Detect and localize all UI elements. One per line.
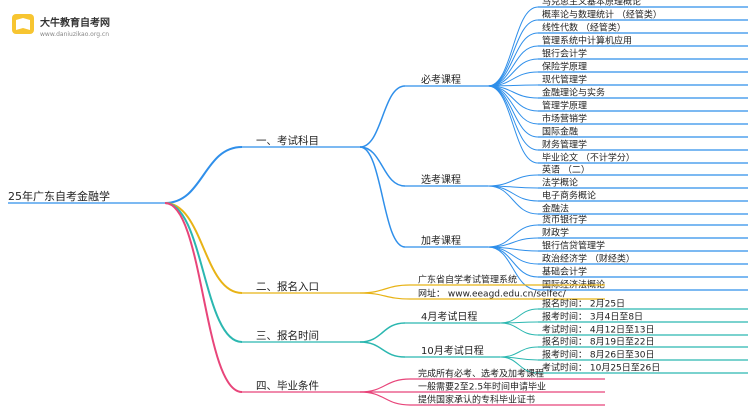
leaf-connector bbox=[359, 284, 411, 294]
leaf-connector bbox=[499, 322, 539, 336]
leaf-label: 财政学 bbox=[542, 227, 569, 239]
leaf-label: 考试时间： 4月12日至13日 bbox=[542, 324, 655, 336]
root-topic: 25年广东自考金融学 bbox=[8, 189, 110, 203]
leaf-label: 金融理论与实务 bbox=[542, 87, 605, 99]
sub-branch-label: 加考课程 bbox=[421, 235, 461, 247]
leaf-label: 概率论与数理统计 （经管类） bbox=[542, 9, 662, 21]
leaf-label: 提供国家承认的专科毕业证书 bbox=[418, 394, 535, 406]
leaf-connector bbox=[499, 308, 539, 324]
leaf-connector bbox=[487, 6, 539, 87]
leaf-connector bbox=[487, 246, 539, 278]
leaf-connector bbox=[359, 378, 411, 393]
leaf-label: 考试时间： 10月25日至26日 bbox=[542, 362, 660, 374]
watermark: 大牛教育自考网 www.daniuzikao.org.cn bbox=[12, 14, 110, 38]
leaf-label: 政治经济学 （财经类） bbox=[542, 253, 635, 265]
book-logo-page bbox=[16, 18, 30, 30]
leaf-connector bbox=[487, 85, 539, 164]
leaf-connector bbox=[487, 85, 539, 112]
leaf-label: 广东省自学考试管理系统 bbox=[418, 274, 517, 286]
leaf-label: 现代管理学 bbox=[542, 74, 587, 86]
leaf-label: 一般需要2至2.5年时间申请毕业 bbox=[418, 381, 546, 393]
sub-branch-label: 必考课程 bbox=[421, 73, 461, 86]
branch-label: 三、报名时间 bbox=[256, 329, 319, 342]
leaf-label: 报考时间： 3月4日至8日 bbox=[542, 311, 643, 323]
branch-connector bbox=[164, 146, 243, 204]
leaf-connector bbox=[499, 356, 539, 374]
leaf-label: 报名时间： 2月25日 bbox=[542, 298, 625, 310]
branch-connector bbox=[164, 202, 243, 393]
leaf-label: 电子商务概论 bbox=[542, 190, 596, 202]
branch-label: 四、毕业条件 bbox=[256, 379, 319, 392]
leaf-label: 马克思主义基本原理概论 bbox=[542, 0, 641, 8]
leaf-label: 管理系统中计算机应用 bbox=[542, 35, 632, 47]
leaf-connector bbox=[359, 292, 411, 300]
watermark-url: www.daniuzikao.org.cn bbox=[40, 31, 109, 38]
leaf-label: 完成所有必考、选考及加考课程 bbox=[418, 368, 544, 380]
leaf-label: 法学概论 bbox=[542, 177, 578, 189]
branch-label: 二、报名入口 bbox=[256, 280, 319, 293]
leaf-label: 市场营销学 bbox=[542, 113, 587, 125]
leaf-label: 货币银行学 bbox=[542, 214, 587, 226]
leaf-label: 线性代数 （经管类） bbox=[542, 22, 626, 34]
leaf-label: 报名时间： 8月19日至22日 bbox=[542, 336, 655, 348]
leaf-label: 管理学原理 bbox=[542, 100, 587, 112]
leaf-label: 财务管理学 bbox=[542, 139, 587, 151]
leaf-connector bbox=[487, 224, 539, 248]
sub-branch-connector bbox=[359, 146, 406, 248]
leaf-connector bbox=[359, 391, 411, 406]
leaf-connector bbox=[487, 85, 539, 138]
leaf-connector bbox=[487, 185, 539, 215]
leaf-label: 国际金融 bbox=[542, 126, 578, 138]
branch-connector bbox=[164, 202, 243, 294]
leaf-connector bbox=[487, 174, 539, 187]
branch-connector bbox=[164, 202, 243, 343]
leaf-connector bbox=[499, 346, 539, 358]
leaf-label: 网址： www.eeagd.edu.cn/selfec/ bbox=[418, 288, 567, 300]
sub-branch-connector bbox=[359, 146, 406, 187]
sub-branch-label: 选考课程 bbox=[421, 173, 461, 186]
leaf-label: 保险学原理 bbox=[542, 61, 587, 73]
leaf-label: 英语 （二） bbox=[542, 164, 590, 176]
leaf-label: 基础会计学 bbox=[542, 266, 587, 278]
sub-branch-connector bbox=[359, 85, 406, 148]
branch-label: 一、考试科目 bbox=[256, 134, 319, 147]
watermark-brand: 大牛教育自考网 bbox=[40, 16, 110, 29]
leaf-label: 报考时间： 8月26日至30日 bbox=[542, 349, 655, 361]
leaf-connector bbox=[487, 32, 539, 87]
leaf-connector bbox=[487, 237, 539, 248]
sub-branch-label: 4月考试日程 bbox=[421, 310, 477, 323]
sub-branch-label: 10月考试日程 bbox=[421, 344, 484, 357]
leaf-label: 银行信贷管理学 bbox=[542, 240, 605, 252]
leaf-label: 金融法 bbox=[542, 203, 569, 215]
leaf-connector bbox=[487, 19, 539, 87]
sub-branch-connector bbox=[359, 341, 406, 358]
leaf-connector bbox=[487, 246, 539, 291]
sub-branch-connector bbox=[359, 322, 406, 343]
leaf-label: 银行会计学 bbox=[542, 48, 587, 60]
leaf-connector bbox=[487, 85, 539, 151]
leaf-label: 毕业论文 （不计学分） bbox=[542, 152, 635, 164]
